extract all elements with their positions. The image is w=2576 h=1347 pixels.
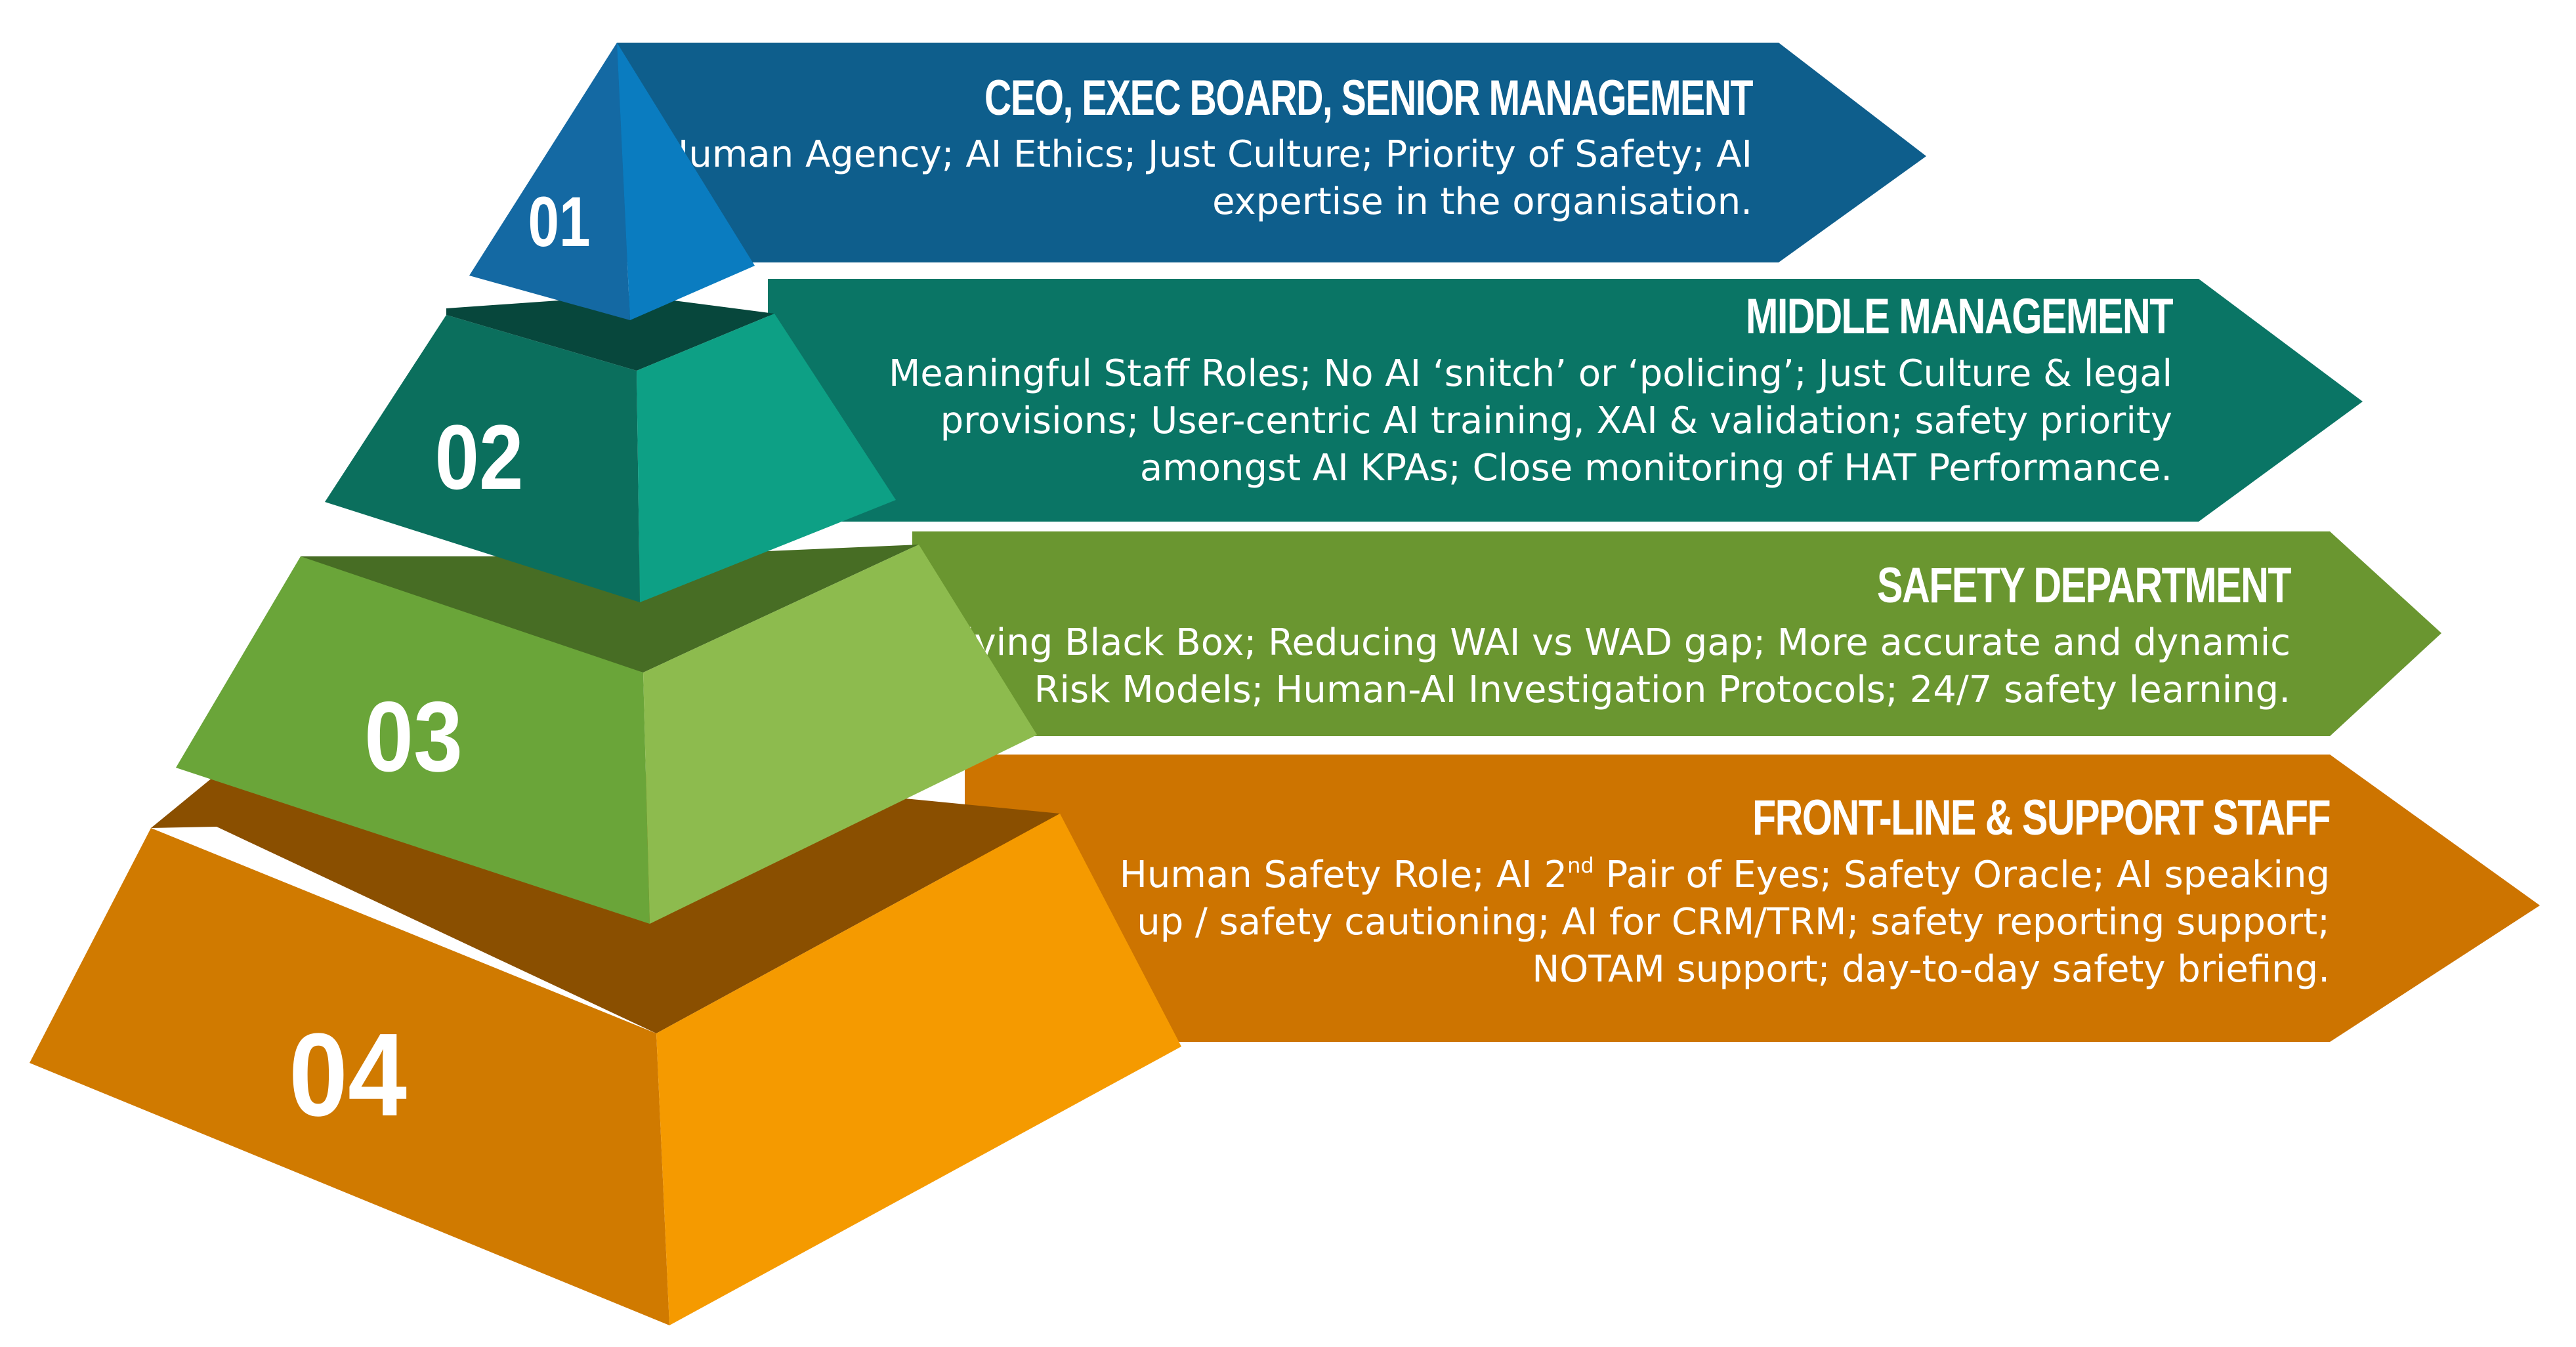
level-02-number: 02 — [435, 405, 524, 508]
level-02-top-band — [446, 295, 774, 371]
level-03-line-1: Living Black Box; Reducing WAI vs WAD ga… — [944, 621, 2291, 664]
level-04-right-face — [656, 814, 1181, 1325]
level-03-title: SAFETY DEPARTMENT — [1877, 558, 2291, 613]
level-01-number: 01 — [528, 182, 591, 261]
level-02-right-face — [637, 314, 896, 602]
pyramid-level-01: 01 — [469, 43, 755, 320]
level-04-line-1-after: Pair of Eyes; Safety Oracle; AI speaking — [1594, 854, 2330, 896]
level-03-line-2: Risk Models; Human-AI Investigation Prot… — [1034, 669, 2291, 711]
level-01-title: CEO, EXEC BOARD, SENIOR MANAGEMENT — [984, 70, 1753, 126]
level-04-line-1: Human Safety Role; AI 2nd Pair of Eyes; … — [1120, 853, 2330, 896]
level-01-left-face — [469, 43, 630, 320]
level-02-title: MIDDLE MANAGEMENT — [1746, 289, 2173, 344]
level-01-line-2: expertise in the organisation. — [1212, 180, 1752, 223]
level-02-banner-shape — [768, 279, 2363, 522]
level-03-top-band — [301, 545, 919, 673]
level-04-line-1-sup: nd — [1567, 853, 1594, 878]
level-04-line-1-base: AI 2 — [1496, 854, 1567, 896]
level-04-left-face — [30, 828, 669, 1325]
level-02-banner: MIDDLE MANAGEMENT Meaningful Staff Roles… — [768, 279, 2363, 522]
level-02-line-2: provisions; User-centric AI training, XA… — [940, 400, 2172, 442]
level-04-title: FRONT-LINE & SUPPORT STAFF — [1752, 790, 2330, 846]
level-01-line-1: Human Agency; AI Ethics; Just Culture; P… — [661, 133, 1752, 176]
level-04-banner: FRONT-LINE & SUPPORT STAFF Human Safety … — [965, 755, 2540, 1042]
level-02-left-face — [325, 315, 640, 602]
level-03-number: 03 — [364, 681, 463, 793]
pyramid-level-03: 03 — [176, 545, 1037, 924]
level-04-line-1-before: Human Safety Role; — [1120, 854, 1496, 896]
level-02-line-3: amongst AI KPAs; Close monitoring of HAT… — [1140, 447, 2172, 489]
level-01-banner-shape — [617, 43, 1926, 262]
level-04-banner-shape — [965, 755, 2540, 1042]
level-03-banner-shape — [912, 531, 2441, 736]
level-04-number: 04 — [289, 1009, 407, 1141]
level-02-line-1: Meaningful Staff Roles; No AI ‘snitch’ o… — [889, 352, 2172, 395]
level-03-banner: SAFETY DEPARTMENT Living Black Box; Redu… — [912, 531, 2441, 736]
level-03-left-face — [176, 556, 650, 924]
level-04-line-3: NOTAM support; day-to-day safety briefin… — [1532, 948, 2330, 991]
level-03-right-face — [643, 545, 1037, 924]
pyramid-level-02: 02 — [325, 295, 896, 602]
level-01-banner: CEO, EXEC BOARD, SENIOR MANAGEMENT Human… — [617, 43, 1926, 262]
level-01-right-face — [617, 43, 755, 320]
level-04-line-2: up / safety cautioning; AI for CRM/TRM; … — [1137, 901, 2330, 943]
